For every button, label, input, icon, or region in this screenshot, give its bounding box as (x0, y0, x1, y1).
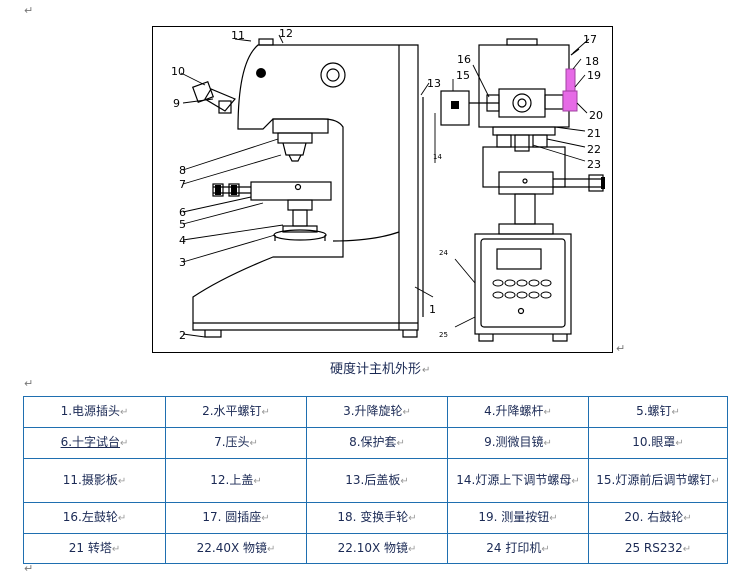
figure-caption: 硬度计主机外形↵ (330, 358, 430, 377)
paragraph-mark: ↵ (24, 377, 34, 390)
table-cell: 17. 圆插座↵ (165, 502, 307, 534)
callout-8: 8 (179, 164, 186, 177)
table-cell: 3.升降旋轮↵ (306, 396, 448, 428)
callout-3: 3 (179, 256, 186, 269)
callout-5: 5 (179, 218, 186, 231)
hardness-tester-figure: 1 2 3 4 5 6 7 8 9 10 11 12 13 14 15 16 1… (152, 26, 613, 353)
callout-7: 7 (179, 178, 186, 191)
caption-mark: ↵ (422, 365, 431, 376)
callout-23: 23 (587, 158, 601, 171)
table-row: 11.摄影板↵ 12.上盖↵ 13.后盖板↵ 14.灯源上下调节螺母↵ 15.灯… (23, 458, 728, 503)
right-foot (402, 330, 418, 338)
table-cell: 25 RS232↵ (588, 533, 728, 564)
callout-12: 12 (279, 27, 293, 40)
table-cell: 18. 变换手轮↵ (306, 502, 448, 534)
corner-mark: ↵ (616, 342, 626, 355)
table-cell: 24 打印机↵ (447, 533, 589, 564)
table-cell: 22.10X 物镜↵ (306, 533, 448, 564)
caption-text: 硬度计主机外形 (330, 362, 422, 377)
callout-1: 1 (429, 303, 436, 316)
paragraph-mark: ↵ (24, 4, 34, 17)
callout-16: 16 (457, 53, 471, 66)
table-cell: 8.保护套↵ (306, 427, 448, 459)
callout-17: 17 (583, 33, 597, 46)
table-cell: 21 转塔↵ (23, 533, 166, 564)
table-cell: 6.十字试台↵ (23, 427, 166, 459)
table-cell: 9.测微目镜↵ (447, 427, 589, 459)
parts-table: 1.电源插头↵ 2.水平螺钉↵ 3.升降旋轮↵ 4.升降螺杆↵ 5.螺钉↵ 6.… (23, 396, 728, 564)
callout-9: 9 (173, 97, 180, 110)
table-cell: 11.摄影板↵ (23, 458, 166, 503)
table-cell: 10.眼罩↵ (588, 427, 728, 459)
callout-24: 24 (439, 249, 448, 257)
table-cell: 4.升降螺杆↵ (447, 396, 589, 428)
callout-6: 6 (179, 206, 186, 219)
callout-18: 18 (585, 55, 599, 68)
paragraph-mark: ↵ (24, 562, 34, 575)
table-row: 16.左鼓轮↵ 17. 圆插座↵ 18. 变换手轮↵ 19. 测量按钮↵ 20.… (23, 502, 728, 534)
callout-14: 14 (433, 153, 442, 161)
table-cell: 16.左鼓轮↵ (23, 502, 166, 534)
table-row: 6.十字试台↵ 7.压头↵ 8.保护套↵ 9.测微目镜↵ 10.眼罩↵ (23, 427, 728, 459)
table-cell: 1.电源插头↵ (23, 396, 166, 428)
callout-15: 15 (456, 69, 470, 82)
callout-11: 11 (231, 29, 245, 42)
callout-2: 2 (179, 329, 186, 342)
right-right-foot (552, 334, 568, 342)
left-body-outline (192, 44, 419, 331)
callout-10: 10 (171, 65, 185, 78)
callout-22: 22 (587, 143, 601, 156)
table-cell: 14.灯源上下调节螺母↵ (447, 458, 589, 503)
callout-21: 21 (587, 127, 601, 140)
table-cell: 12.上盖↵ (165, 458, 307, 503)
table-cell: 15.灯源前后调节螺钉↵ (588, 458, 728, 503)
right-left-foot (478, 334, 494, 342)
table-row: 1.电源插头↵ 2.水平螺钉↵ 3.升降旋轮↵ 4.升降螺杆↵ 5.螺钉↵ (23, 396, 728, 428)
table-row: 21 转塔↵ 22.40X 物镜↵ 22.10X 物镜↵ 24 打印机↵ 25 … (23, 533, 728, 564)
callout-13: 13 (427, 77, 441, 90)
table-cell: 5.螺钉↵ (588, 396, 728, 428)
table-cell: 13.后盖板↵ (306, 458, 448, 503)
callout-20: 20 (589, 109, 603, 122)
callout-19: 19 (587, 69, 601, 82)
table-cell: 20. 右鼓轮↵ (588, 502, 728, 534)
table-cell: 2.水平螺钉↵ (165, 396, 307, 428)
left-foot (204, 330, 222, 338)
callout-4: 4 (179, 234, 186, 247)
callout-25: 25 (439, 331, 448, 339)
table-cell: 7.压头↵ (165, 427, 307, 459)
table-cell: 22.40X 物镜↵ (165, 533, 307, 564)
machine-drawing: 1 2 3 4 5 6 7 8 9 10 11 12 13 14 15 16 1… (171, 27, 605, 342)
table-cell: 19. 测量按钮↵ (447, 502, 589, 534)
